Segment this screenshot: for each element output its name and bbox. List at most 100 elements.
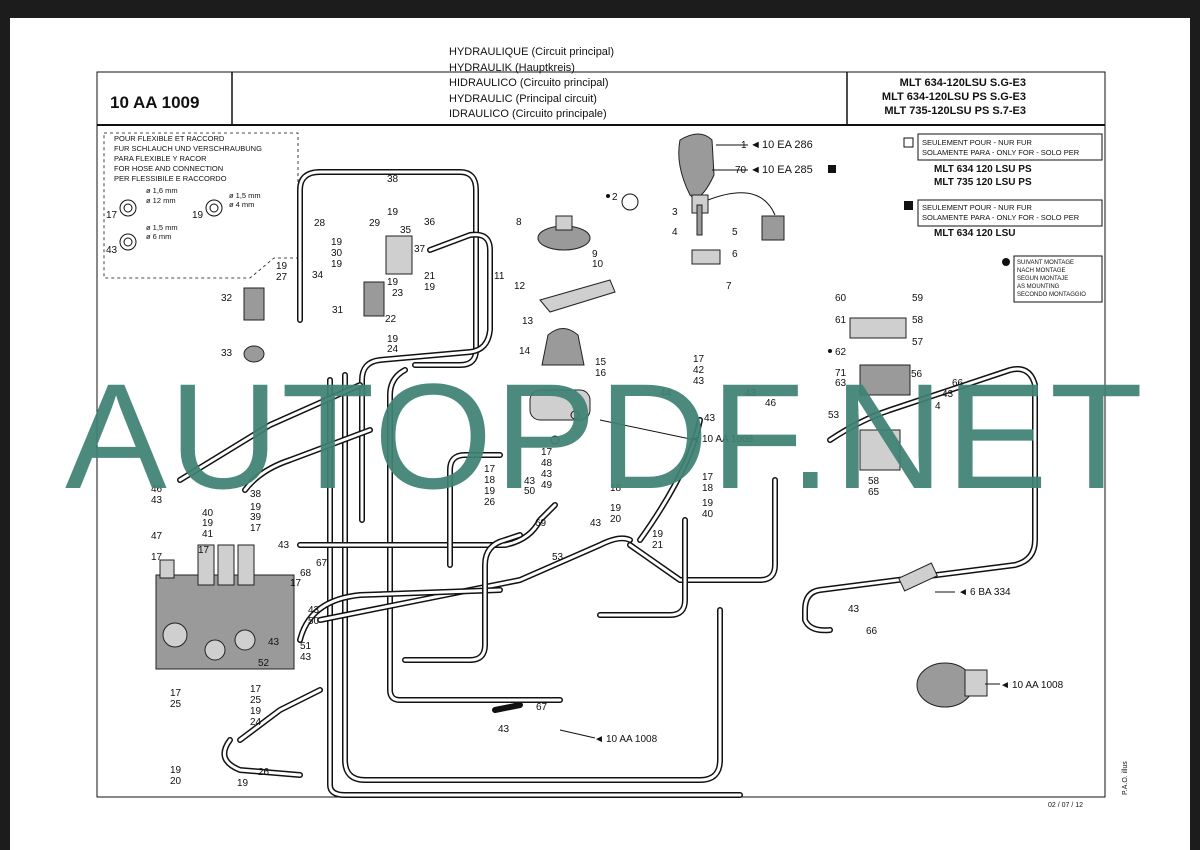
callout: 40 xyxy=(202,508,214,519)
callout: 8 xyxy=(516,217,522,228)
callout: 65 xyxy=(868,487,880,498)
model-2: MLT 634-120LSU PS S.G-E3 xyxy=(882,91,1026,103)
callout: 17 xyxy=(693,354,705,365)
svg-text:ø 1,5 mm: ø 1,5 mm xyxy=(229,191,261,200)
callout: 23 xyxy=(392,288,404,299)
callout: 69 xyxy=(535,518,547,529)
callout: 2 xyxy=(612,192,618,203)
callout: 49 xyxy=(541,480,553,491)
dot-icon xyxy=(606,194,610,198)
title-block: 10 AA 1009 HYDRAULIQUE (Circuit principa… xyxy=(110,46,1026,120)
doc-reference: 10 AA 1009 xyxy=(110,93,199,112)
callout: 66 xyxy=(952,378,964,389)
callout: 43 xyxy=(541,469,553,480)
callout: 9 xyxy=(592,249,598,260)
components xyxy=(155,133,988,708)
callout: 1 xyxy=(741,140,747,151)
ref-arrow-icon: ◄ xyxy=(690,434,700,445)
hose-note-line: PER FLESSIBILE E RACCORDO xyxy=(114,174,227,183)
svg-text:SECONDO MONTAGGIO: SECONDO MONTAGGIO xyxy=(1017,292,1086,298)
callout: 19 xyxy=(276,261,288,272)
title-it: IDRAULICO (Circuito principale) xyxy=(449,108,607,120)
svg-text:19: 19 xyxy=(192,210,204,221)
callout: 25 xyxy=(250,695,262,706)
callout: 58 xyxy=(912,315,924,326)
title-fr: HYDRAULIQUE (Circuit principal) xyxy=(449,46,614,58)
callout: 43 xyxy=(268,637,280,648)
callout: 19 xyxy=(702,498,714,509)
footer-author: P.A.O. illus xyxy=(1122,761,1129,795)
legend-open-square-icon xyxy=(903,137,914,148)
callout: 30 xyxy=(331,248,343,259)
callout: 19 xyxy=(250,502,262,513)
filled-square-icon xyxy=(828,165,836,173)
callout: 19 xyxy=(237,778,249,789)
title-de: HYDRAULIK (Hauptkreis) xyxy=(449,62,575,74)
callout: 33 xyxy=(221,348,233,359)
callout: 19 xyxy=(387,207,399,218)
callout: 52 xyxy=(258,658,270,669)
callout: 43 xyxy=(498,724,510,735)
callout: 17 xyxy=(290,578,302,589)
callout: 38 xyxy=(250,489,262,500)
ref-arrow-icon: ◄ xyxy=(750,139,761,151)
callout: 53 xyxy=(828,410,840,421)
callout: 3 xyxy=(672,207,678,218)
model-1: MLT 634-120LSU S.G-E3 xyxy=(900,77,1026,89)
callout: 19 xyxy=(652,529,664,540)
svg-text:ø 12 mm: ø 12 mm xyxy=(146,196,176,205)
callout: 43 xyxy=(590,518,602,529)
model-3: MLT 735-120LSU PS S.7-E3 xyxy=(884,105,1026,117)
callout: 56 xyxy=(911,369,923,380)
svg-text:SEULEMENT POUR - NUR FUR: SEULEMENT POUR - NUR FUR xyxy=(922,138,1032,147)
callout: 17 xyxy=(541,447,553,458)
callout: 17 xyxy=(484,464,496,475)
ref-arrow-icon: ◄ xyxy=(1000,680,1010,691)
callout: 18 xyxy=(484,475,496,486)
reference-label: 10 AA 1008 xyxy=(702,434,754,445)
hose-note-line: FUR SCHLAUCH UND VERSCHRAUBUNG xyxy=(114,144,262,153)
callout: 19 xyxy=(250,706,262,717)
callout: 43 xyxy=(308,605,320,616)
callout: 19 xyxy=(387,334,399,345)
callout: 67 xyxy=(316,558,328,569)
callout: 4 xyxy=(672,227,678,238)
callout: 50 xyxy=(524,486,536,497)
valve-block xyxy=(541,328,585,366)
callout: 17 xyxy=(198,545,210,556)
svg-text:SEGUN MONTAJE: SEGUN MONTAJE xyxy=(1017,276,1068,282)
callout: 19 xyxy=(610,503,622,514)
callout: 13 xyxy=(522,316,534,327)
callout: 47 xyxy=(151,531,163,542)
callout: 48 xyxy=(541,458,553,469)
callout: 46 xyxy=(765,398,777,409)
callout: 24 xyxy=(387,344,399,355)
callout: 4 xyxy=(935,401,941,412)
callout: 21 xyxy=(652,540,664,551)
leader-lines xyxy=(559,144,1000,739)
callout: 19 xyxy=(202,518,214,529)
callout: 51 xyxy=(300,641,312,652)
reference-labels: ◄ 10 EA 286 ◄ 10 EA 285 ◄ 10 AA 1008 ◄ 6… xyxy=(594,139,1064,745)
ref-arrow-icon: ◄ xyxy=(750,164,761,176)
callout: 17 xyxy=(250,684,262,695)
callout: 42 xyxy=(693,365,705,376)
callout: 43 xyxy=(151,495,163,506)
callout: 61 xyxy=(835,315,847,326)
callout: 19 xyxy=(170,765,182,776)
svg-text:MLT 634 120 LSU: MLT 634 120 LSU xyxy=(934,228,1016,239)
callout: 14 xyxy=(519,346,531,357)
callout: 63 xyxy=(835,378,847,389)
callout: 57 xyxy=(912,337,924,348)
title-en: HYDRAULIC (Principal circuit) xyxy=(449,93,597,105)
callout: 67 xyxy=(536,702,548,713)
svg-text:17: 17 xyxy=(106,210,118,221)
callout: 10 xyxy=(592,259,604,270)
svg-text:ø 1,6 mm: ø 1,6 mm xyxy=(146,186,178,195)
callout: 58 xyxy=(868,476,880,487)
callout: 17 xyxy=(151,552,163,563)
legend-filled-square-icon xyxy=(904,201,913,210)
callout: 44 xyxy=(660,388,672,399)
callout: 19 xyxy=(484,486,496,497)
